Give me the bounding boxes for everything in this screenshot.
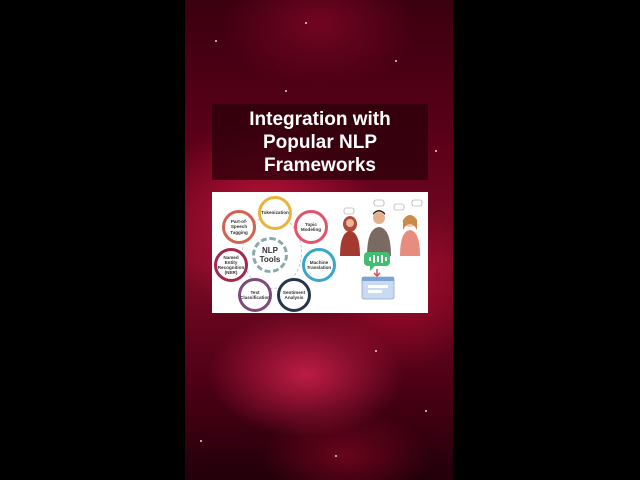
node-sentiment-analysis: Sentiment Analysis xyxy=(277,278,311,312)
voice-to-text-icon xyxy=(361,252,395,300)
node-tokenization: Tokenization xyxy=(258,196,292,230)
node-label: Topic Modeling xyxy=(300,221,322,232)
node-named-entity-recognition: Named Entity Recognition (NER) xyxy=(214,248,248,282)
title-banner: Integration with Popular NLP Frameworks xyxy=(212,104,428,180)
node-part-of-speech-tagging: Part-of-Speech Tagging xyxy=(222,210,256,244)
center-nlp-tools: NLP Tools xyxy=(252,237,288,273)
node-text-classification: Text Classification xyxy=(238,278,272,312)
title-line-1: Integration with xyxy=(249,109,391,130)
node-label: Text Classification xyxy=(240,289,270,300)
letterbox-right xyxy=(453,0,640,480)
title-line-2: Popular NLP xyxy=(262,132,377,153)
title-line-3: Frameworks xyxy=(264,155,376,176)
node-label: Machine Translation xyxy=(306,259,332,270)
node-label: Sentiment Analysis xyxy=(282,289,306,300)
node-label: Tokenization xyxy=(261,210,289,216)
center-label-1: NLP xyxy=(262,246,278,255)
node-label: Part-of-Speech Tagging xyxy=(230,219,248,235)
center-label-2: Tools xyxy=(259,255,281,264)
node-topic-modeling: Topic Modeling xyxy=(294,210,328,244)
node-label: Named Entity Recognition (NER) xyxy=(217,254,245,276)
nlp-tools-infographic: Tokenization Topic Modeling Machine Tran… xyxy=(212,192,428,313)
letterbox-left xyxy=(0,0,185,480)
people-talking-illustration xyxy=(340,199,423,256)
node-machine-translation: Machine Translation xyxy=(302,248,336,282)
